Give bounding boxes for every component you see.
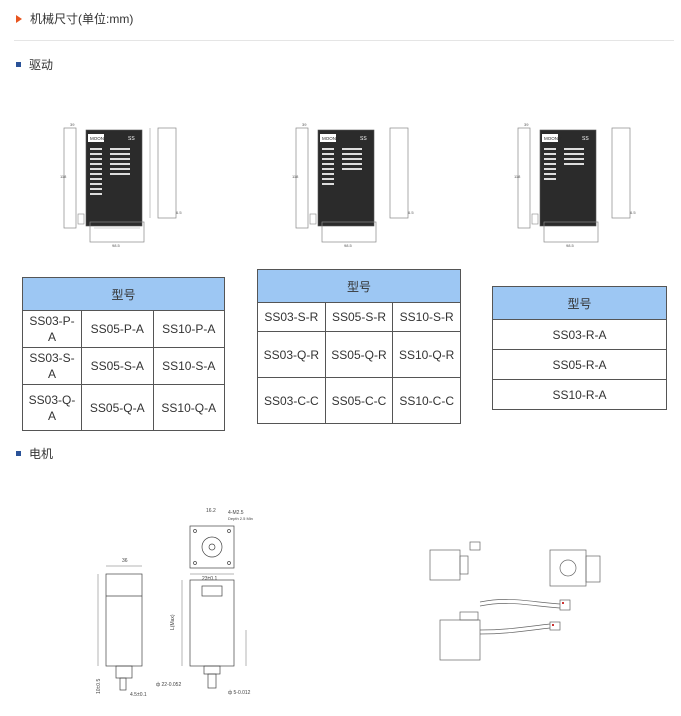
svg-text:SS: SS: [128, 136, 135, 142]
svg-text:L(Max): L(Max): [170, 614, 176, 630]
motor-section-title: 电机: [29, 447, 54, 461]
table-header: 型号: [22, 277, 225, 311]
model-table-3: 型号 SS03-R-A SS05-R-A SS10-R-A: [492, 286, 667, 410]
square-bullet-icon: [16, 62, 21, 67]
table-cell: SS10-P-A: [152, 310, 225, 348]
table-cell: SS05-C-C: [324, 377, 394, 424]
table-cell: SS10-C-C: [392, 377, 461, 424]
square-bullet-icon: [16, 451, 21, 456]
svg-text:6.5: 6.5: [630, 210, 636, 215]
table-cell: SS10-Q-A: [152, 384, 225, 431]
table-cell: SS10-Q-R: [392, 331, 461, 378]
svg-text:SS: SS: [582, 136, 589, 142]
table-cell: SS05-Q-A: [81, 384, 154, 431]
table-cell: SS03-S-A: [22, 347, 82, 385]
driver-section-title: 驱动: [29, 58, 54, 72]
svg-text:ф 22-0.052: ф 22-0.052: [156, 682, 181, 688]
svg-text:6.5: 6.5: [408, 210, 414, 215]
table-cell: SS05-S-R: [324, 302, 394, 332]
table-cell: SS03-Q-A: [22, 384, 82, 431]
svg-text:6.5: 6.5: [176, 210, 182, 215]
table-cell: SS05-P-A: [81, 310, 154, 348]
table-cell: SS10-R-A: [492, 379, 667, 410]
svg-text:ф 5-0.012: ф 5-0.012: [228, 690, 251, 696]
header-divider: [14, 40, 674, 41]
table-cell: SS03-C-C: [257, 377, 326, 424]
table-cell: SS10-S-R: [392, 302, 461, 332]
table-cell: SS05-S-A: [81, 347, 154, 385]
svg-text:10±0.5: 10±0.5: [96, 679, 102, 694]
triangle-bullet-icon: [16, 14, 22, 23]
page-header: 机械尺寸(单位:mm): [16, 10, 133, 27]
table-header: 型号: [492, 286, 667, 320]
table-cell: SS05-Q-R: [324, 331, 394, 378]
svg-text:39: 39: [524, 122, 529, 127]
svg-text:23±0.1: 23±0.1: [202, 576, 217, 582]
svg-text:118: 118: [514, 174, 521, 179]
motor-drawing-cable: [429, 541, 601, 661]
page-title: 机械尺寸(单位:mm): [30, 12, 134, 26]
svg-text:4-M2.5: 4-M2.5: [228, 510, 244, 516]
driver-drawing-2: MOONS' SS 39 118 98.5 6.5: [292, 122, 414, 248]
svg-text:MOONS': MOONS': [322, 136, 340, 141]
svg-text:16.2: 16.2: [206, 508, 216, 514]
model-table-2: 型号 SS03-S-R SS05-S-R SS10-S-R SS03-Q-R S…: [257, 269, 461, 424]
svg-text:98.5: 98.5: [566, 243, 575, 248]
svg-text:39: 39: [70, 122, 75, 127]
svg-text:MOONS': MOONS': [90, 136, 108, 141]
svg-text:4.5±0.1: 4.5±0.1: [130, 692, 147, 698]
svg-text:36: 36: [122, 558, 128, 564]
svg-text:118: 118: [60, 174, 67, 179]
table-cell: SS03-Q-R: [257, 331, 326, 378]
table-cell: SS03-S-R: [257, 302, 326, 332]
driver-drawing-1: MOONS' SS 39 118 98.5 6.5: [60, 122, 182, 248]
table-cell: SS05-R-A: [492, 349, 667, 380]
table-header: 型号: [257, 269, 461, 303]
svg-text:98.5: 98.5: [344, 243, 353, 248]
svg-text:SS: SS: [360, 136, 367, 142]
table-cell: SS10-S-A: [152, 347, 225, 385]
svg-text:98.5: 98.5: [112, 243, 121, 248]
model-table-1: 型号 SS03-P-A SS05-P-A SS10-P-A SS03-S-A S…: [22, 277, 225, 431]
driver-section-heading: 驱动: [16, 56, 53, 73]
table-cell: SS03-R-A: [492, 319, 667, 350]
motor-drawing-dimensions: 36 16.2 4-M2.5 Depth 2.5 Min 23±0.1 L(Ma…: [96, 508, 253, 698]
svg-text:MOONS': MOONS': [544, 136, 562, 141]
table-cell: SS03-P-A: [22, 310, 82, 348]
svg-text:39: 39: [302, 122, 307, 127]
svg-text:Depth 2.5 Min: Depth 2.5 Min: [228, 516, 253, 521]
motor-section-heading: 电机: [16, 445, 53, 462]
driver-drawing-3: MOONS' SS 39 118 98.5 6.5: [514, 122, 636, 248]
svg-text:118: 118: [292, 174, 299, 179]
